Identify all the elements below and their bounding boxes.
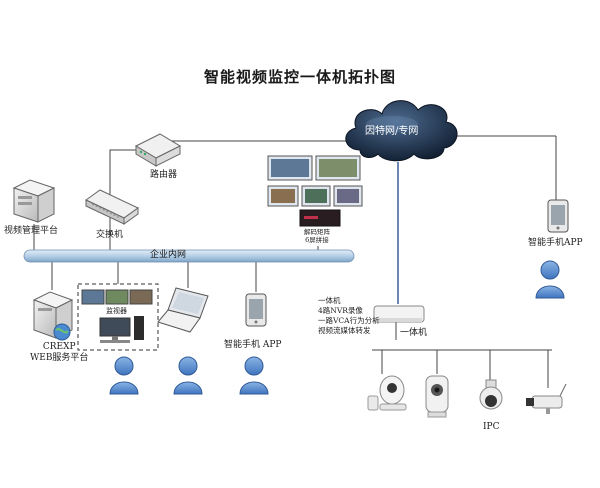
monitor-label: 监视器 bbox=[106, 307, 127, 315]
cloud-label: 因特网/专网 bbox=[365, 126, 419, 137]
cloud-icon bbox=[345, 100, 458, 162]
user-icon bbox=[173, 356, 203, 395]
camera-icon bbox=[526, 383, 567, 414]
router-icon bbox=[134, 133, 182, 167]
camera-icon bbox=[425, 375, 449, 418]
camera-icon bbox=[479, 379, 503, 410]
web-server-label: CREXP WEB服务平台 bbox=[30, 342, 89, 363]
user-icon bbox=[239, 356, 269, 395]
all-in-one-features: 一体机 4路NVR录像 一路VCA行为分析 视频流媒体转发 bbox=[318, 296, 380, 336]
feature-item: 视频流媒体转发 bbox=[318, 326, 371, 335]
server-tower-icon bbox=[12, 179, 56, 223]
switch-label: 交换机 bbox=[96, 230, 124, 240]
decoder-label: 解码矩阵 6屏拼接 bbox=[304, 228, 330, 244]
smartphone-icon bbox=[547, 199, 569, 233]
switch-icon bbox=[85, 189, 139, 225]
ipc-label: IPC bbox=[483, 422, 500, 432]
all-in-one-device-icon bbox=[373, 305, 425, 323]
phone-right-label: 智能手机APP bbox=[528, 238, 583, 248]
phone-lower-label: 智能手机 APP bbox=[224, 340, 282, 350]
video-wall-icon bbox=[267, 155, 363, 227]
feature-item: 一体机 bbox=[318, 296, 341, 305]
camera-icon bbox=[367, 375, 407, 411]
router-switch-line bbox=[109, 149, 138, 195]
smartphone-icon-lower bbox=[245, 293, 267, 327]
router-label: 路由器 bbox=[150, 170, 178, 180]
monitor-group bbox=[77, 283, 159, 351]
laptop-icon bbox=[157, 287, 209, 333]
user-icon bbox=[535, 260, 565, 299]
diagram-title: 智能视频监控一体机拓扑图 bbox=[203, 68, 396, 86]
all-in-one-label: 一体机 bbox=[400, 328, 428, 338]
feature-item: 一路VCA行为分析 bbox=[318, 316, 380, 325]
video-platform-label: 视频管理平台 bbox=[4, 226, 59, 236]
enterprise-bus bbox=[23, 249, 355, 263]
user-icon bbox=[109, 356, 139, 395]
feature-item: 4路NVR录像 bbox=[318, 306, 363, 315]
web-server-icon bbox=[32, 291, 74, 341]
bus-label: 企业内网 bbox=[150, 250, 187, 260]
